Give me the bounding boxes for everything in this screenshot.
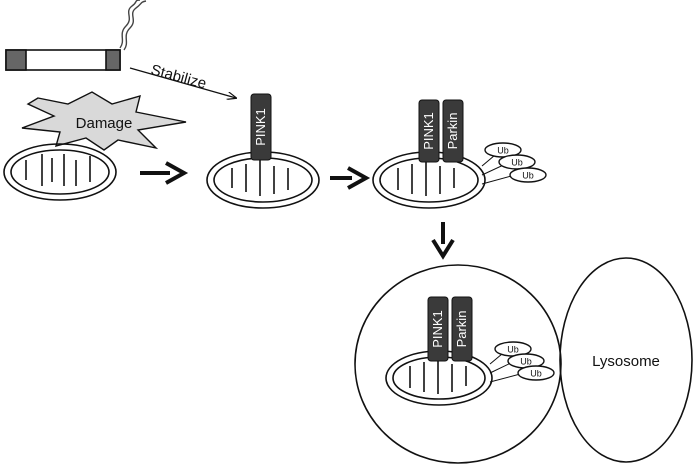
ub-tag [517, 365, 555, 381]
ub-label: Ub [497, 146, 509, 156]
stabilize-label: Stabilize [149, 61, 208, 92]
cigarette-icon [5, 49, 121, 71]
parkin-label-2: Parkin [454, 311, 469, 348]
pink1-label-2: PINK1 [421, 112, 436, 150]
ub-chain-2: Ub Ub Ub [489, 341, 555, 383]
parkin-protein-1: Parkin [442, 99, 464, 163]
ub-label: Ub [511, 158, 523, 168]
lysosome: Lysosome [559, 257, 693, 463]
ub-chain-1: Ub Ub Ub [481, 142, 547, 185]
damage-burst: Damage [21, 91, 187, 151]
pink1-protein-2: PINK1 [418, 99, 440, 163]
pink1-label-1: PINK1 [253, 108, 268, 146]
mitochondrion-damaged [3, 143, 117, 201]
pink1-label-3: PINK1 [430, 310, 445, 348]
damage-label: Damage [76, 115, 133, 132]
lysosome-label: Lysosome [592, 353, 660, 370]
pink1-protein-1: PINK1 [250, 93, 272, 161]
pink1-protein-3: PINK1 [427, 296, 449, 362]
ub-label: Ub [522, 171, 534, 181]
parkin-label-1: Parkin [445, 113, 460, 150]
smoke-icon [119, 0, 147, 51]
arrow-2 [330, 166, 371, 190]
ub-label: Ub [530, 369, 542, 379]
arrow-1 [140, 161, 189, 185]
parkin-protein-2: Parkin [451, 296, 473, 362]
ub-label: Ub [520, 357, 532, 367]
ub-tag [509, 167, 547, 183]
ub-label: Ub [507, 345, 519, 355]
damage-burst-shape [21, 91, 187, 151]
autophagosome [354, 264, 562, 464]
arrow-down [431, 222, 455, 260]
stabilize-arrow [129, 67, 236, 98]
